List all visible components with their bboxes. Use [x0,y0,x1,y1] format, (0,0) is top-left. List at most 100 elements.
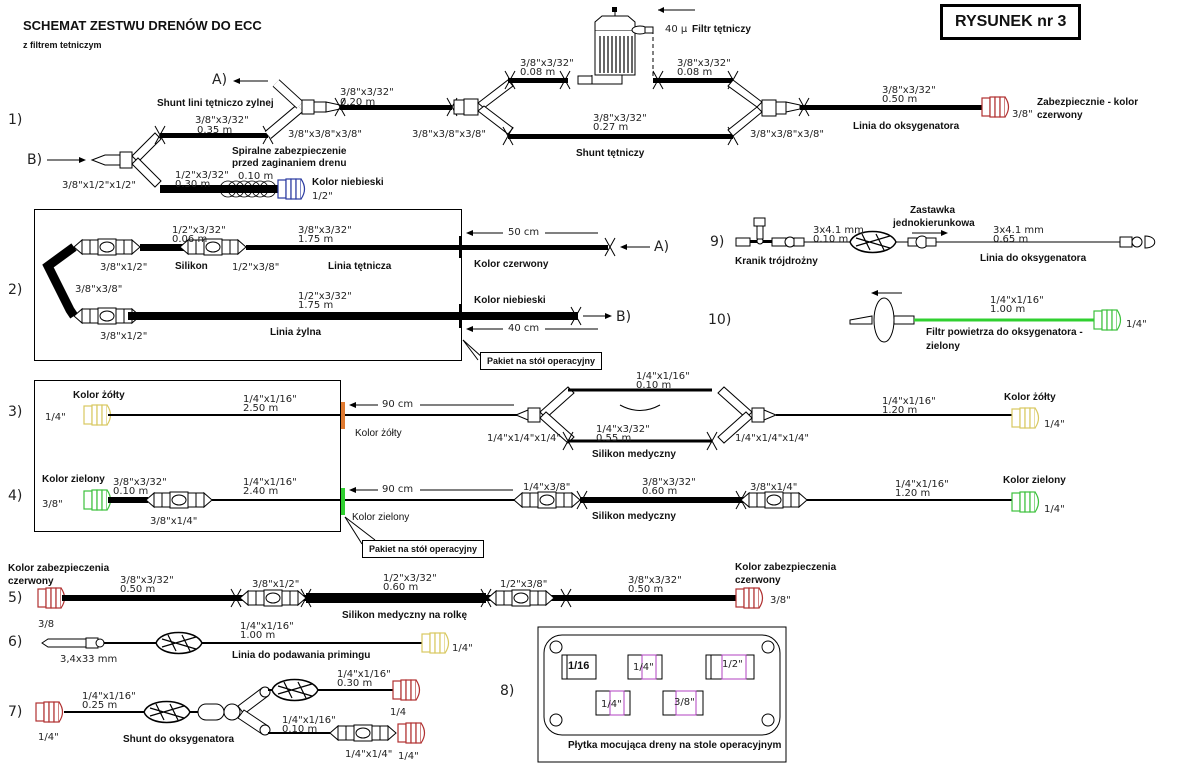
oxygenator-shunt-label: Shunt do oksygenatora [123,734,235,745]
tube-size: 3/8"x3/32" [677,58,731,69]
tube-length: 0.08 m [520,67,556,78]
section5-graphics [37,587,764,609]
page-title: SCHEMAT ZESTWU DRENÓW DO ECC [23,18,262,33]
tube-length: 0.20 m [340,97,376,108]
cap-size: 1/4" [1044,504,1065,515]
shunt-arterial-label: Shunt tętniczy [576,148,645,159]
tube-size: 1/2"x3/32" [172,225,226,236]
tube-length: 0.55 m [596,433,632,444]
connector-size: 3/8"x1/4" [150,516,198,527]
cap-size: 1/4" [452,643,473,654]
y-connector-size: 3/8"x3/8"x3/8" [412,129,486,140]
tube-size: 3/8"x3/32" [628,575,682,586]
spiral-label: Spiralne zabezpieczenie [232,146,347,157]
package-callout: Pakiet na stół operacyjny [480,352,603,370]
plate-slot-label: 1/2" [722,659,743,670]
arrow-label-a: A) [654,239,670,255]
plate-slot-label: 1/4" [633,662,654,673]
priming-line-label: Linia do podawania primingu [232,650,371,661]
tube-size: 1/4"x1/16" [82,691,136,702]
spiral-label-2: przed zaginaniem drenu [232,158,347,169]
tube-size: 1/2"x3/32" [298,291,352,302]
cap-size: 1/4" [1126,319,1147,330]
tube-length: 1.75 m [298,300,334,311]
tube-length: 0.25 m [82,700,118,711]
blue-cap-label: Kolor niebieski [312,177,384,188]
connector-size: 3/8"x1/2" [252,579,300,590]
silicone-label: Silikon [175,261,208,272]
tube-size: 1/4"x3/32" [596,424,650,435]
tube-length: 0.50 m [628,584,664,595]
cap-size: 1/4" [45,412,66,423]
page-subtitle: z filtrem tetniczym [23,40,102,50]
cap-color-label: Kolor zielony [1003,475,1066,486]
tube-size: 1/4"x1/16" [243,394,297,405]
y-connector-size: 1/4"x1/4"x1/4" [735,433,809,444]
tube-length: 1.20 m [882,405,918,416]
air-filter-label-2: zielony [926,341,960,352]
tube-length: 0.30 m [175,179,211,190]
figure-label: RYSUNEK nr 3 [940,4,1082,40]
plate-slot-label: 1/16 [568,660,590,672]
connector-size: 3/8"x1/2" [100,262,148,273]
plate-slot-label: 3/8" [674,697,695,708]
tube-length: 0.60 m [383,582,419,593]
y-connector-size: 3/8"x1/2"x1/2" [62,180,136,191]
cap-size: 3/8" [42,499,63,510]
tube-size: 3/8"x3/32" [593,113,647,124]
valve-label-2: jednokierunkowa [893,218,975,229]
filter-label: Filtr tętniczy [692,24,751,35]
connector-size: 1/4"x3/8" [523,482,571,493]
tube-size: 3/8"x3/32" [298,225,352,236]
cap-color-label: Kolor zielony [42,474,105,485]
tube-size: 3/8"x3/32" [520,58,574,69]
tube-length: 1.75 m [298,234,334,245]
package-box-section3-4 [34,380,341,532]
red-cap-label: Zabezpiecznie - kolor [1037,97,1139,108]
tube-length: 0.30 m [337,678,373,689]
section6-graphics [41,631,450,655]
tube-size: 1/4"x1/16" [990,295,1044,306]
silicone-label: Silikon medyczny [592,511,676,522]
tube-size: 1/2"x3/32" [175,170,229,181]
cap-size: 3/8" [770,595,791,606]
distance-label: 40 cm [508,323,540,334]
tube-size: 1/4"x1/16" [282,715,336,726]
tube-size: 3x4.1 mm [993,225,1044,236]
tube-size: 3/8"x3/32" [113,477,167,488]
section-number-10: 10) [708,312,732,328]
connector-size: 1/2"x3/8" [500,579,548,590]
section-number-7: 7) [8,704,23,720]
tube-length: 2.40 m [243,486,279,497]
connector-size: 1/2"x3/8" [232,262,280,273]
tube-length: 0.08 m [677,67,713,78]
section9-10-graphics [735,217,1156,343]
cap-left-label-2: czerwony [8,576,54,587]
tube-length: 0.60 m [642,486,678,497]
red-cap-size: 3/8" [1012,109,1033,120]
marker-label: Kolor zielony [352,512,410,523]
spike-size: 3/8 [38,619,55,630]
arterial-line-label: Linia tętnicza [328,261,392,272]
tube-size: 1/4"x1/16" [895,479,949,490]
tube-size: 3x4.1 mm [813,225,864,236]
distance-label: 90 cm [382,399,414,410]
cap-color-label: Kolor żółty [1004,392,1056,403]
cap-right-label: Kolor zabezpieczenia [735,562,837,573]
tube-length: 0.10 m [813,234,849,245]
tube-size: 3/8"x3/32" [195,115,249,126]
shunt-av-label: Shunt lini tętniczo zylnej [157,98,274,109]
filter-pore: 40 µ [665,24,688,35]
stopcock-label: Kranik trójdrożny [735,256,818,267]
distance-label: 90 cm [382,484,414,495]
valve-label: Zastawka [910,205,956,216]
venous-line-label: Linia żylna [270,327,322,338]
air-filter-label: Filtr powietrza do oksygenatora - [926,327,1083,338]
tube-length: 0.50 m [882,94,918,105]
section-number-5: 5) [8,590,23,606]
package-box-section2 [34,209,462,361]
connector-size: 3/8"x1/4" [750,482,798,493]
cap-right-label-2: czerwony [735,575,781,586]
cap-size: 1/4" [398,751,419,762]
section-number-6: 6) [8,634,23,650]
